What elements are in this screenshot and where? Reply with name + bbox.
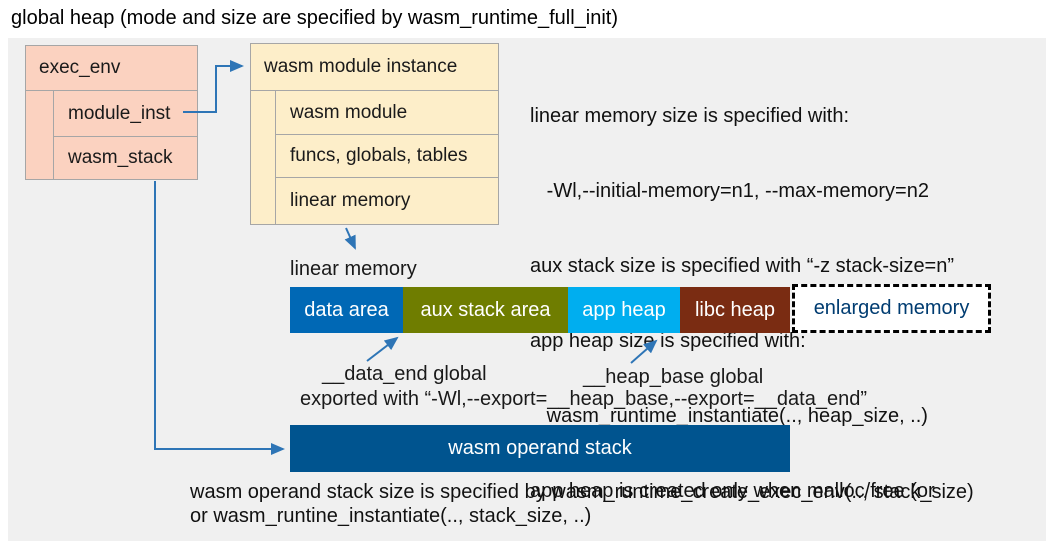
exported-with-label: exported with “-Wl,--export=__heap_base,… — [300, 388, 867, 410]
module-instance-row-wasm-module: wasm module — [275, 90, 499, 135]
module-instance-row-funcs-globals-tables: funcs, globals, tables — [275, 134, 499, 178]
segment-enlarged-memory: enlarged memory — [792, 284, 991, 333]
heap-base-global-label: __heap_base global — [583, 366, 764, 388]
wasm-module-instance-box: wasm module instance wasm module funcs, … — [250, 43, 499, 225]
note-line: -Wl,--initial-memory=n1, --max-memory=n2 — [530, 180, 929, 202]
note-line: or wasm_runtine_instantiate(.., stack_si… — [190, 505, 592, 527]
segment-app-heap: app heap — [568, 287, 680, 333]
exec-env-row-wasm-stack: wasm_stack — [53, 136, 198, 180]
note-line: app heap size is specified with: — [530, 330, 806, 352]
segment-aux-stack-area: aux stack area — [403, 287, 568, 333]
data-end-global-label: __data_end global — [322, 363, 487, 385]
wasm-module-instance-header: wasm module instance — [251, 44, 498, 91]
segment-libc-heap: libc heap — [680, 287, 790, 333]
exec-env-box: exec_env module_inst wasm_stack — [25, 45, 198, 180]
exec-env-header: exec_env — [26, 46, 197, 91]
diagram-title: global heap (mode and size are specified… — [11, 7, 618, 29]
note-line: wasm operand stack size is specified by … — [190, 481, 974, 503]
module-instance-row-linear-memory: linear memory — [275, 177, 499, 225]
note-line: app heap is created only when malloc/fre… — [530, 480, 935, 502]
segment-data-area: data area — [290, 287, 403, 333]
note-line: linear memory size is specified with: — [530, 105, 849, 127]
note-line: wasm_runtime_instantiate(.., heap_size, … — [530, 405, 928, 427]
notes-right: linear memory size is specified with: -W… — [530, 54, 954, 547]
wasm-operand-stack-bar: wasm operand stack — [290, 425, 790, 472]
exec-env-row-module-inst: module_inst — [53, 90, 198, 137]
linear-memory-label: linear memory — [290, 258, 417, 280]
notes-bottom: wasm operand stack size is specified by … — [190, 480, 974, 528]
note-line: aux stack size is specified with “-z sta… — [530, 255, 955, 277]
